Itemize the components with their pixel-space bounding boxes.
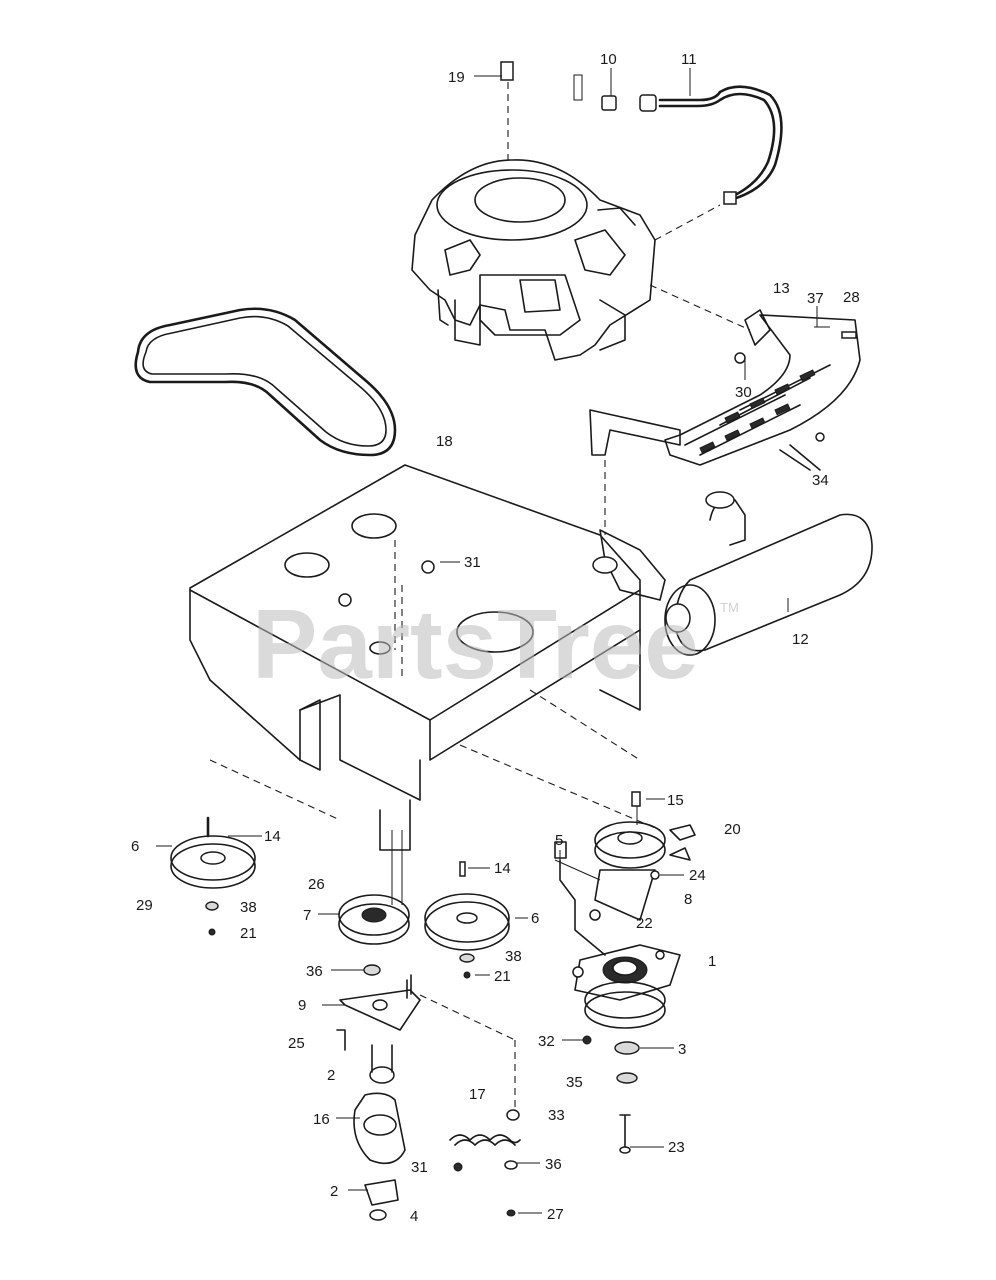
callout-31: 31 bbox=[464, 554, 481, 571]
callout-35: 35 bbox=[566, 1074, 583, 1091]
idler-arm bbox=[353, 1044, 521, 1221]
callout-2b: 2 bbox=[330, 1183, 338, 1200]
muffler-guard bbox=[589, 309, 861, 466]
callout-32: 32 bbox=[538, 1033, 555, 1050]
callout-9: 9 bbox=[298, 997, 306, 1014]
callout-38: 38 bbox=[240, 899, 257, 916]
callout-14: 14 bbox=[264, 828, 281, 845]
callout-6b: 6 bbox=[531, 910, 539, 927]
callout-17: 17 bbox=[469, 1086, 486, 1103]
fuel-hose bbox=[500, 61, 783, 205]
callout-3: 3 bbox=[678, 1041, 686, 1058]
callout-21b: 21 bbox=[494, 968, 511, 985]
callout-24: 24 bbox=[689, 867, 706, 884]
callout-26: 26 bbox=[308, 876, 325, 893]
idler-pulley bbox=[336, 894, 421, 1051]
callout-16: 16 bbox=[313, 1111, 330, 1128]
watermark-text: PartsTree bbox=[252, 589, 699, 699]
engine bbox=[411, 159, 656, 361]
callout-13: 13 bbox=[773, 280, 790, 297]
callout-28: 28 bbox=[843, 289, 860, 306]
callout-21: 21 bbox=[240, 925, 257, 942]
callout-10: 10 bbox=[600, 51, 617, 68]
callout-36: 36 bbox=[306, 963, 323, 980]
callout-23: 23 bbox=[668, 1139, 685, 1156]
muffler bbox=[592, 444, 873, 656]
callout-14b: 14 bbox=[494, 860, 511, 877]
pulley-center bbox=[424, 893, 510, 979]
frame-plate bbox=[189, 464, 661, 851]
callout-20: 20 bbox=[724, 821, 741, 838]
callout-18: 18 bbox=[436, 433, 453, 450]
callout-36b: 36 bbox=[545, 1156, 562, 1173]
callout-4: 4 bbox=[410, 1208, 418, 1225]
callout-2: 2 bbox=[327, 1067, 335, 1084]
callout-12: 12 bbox=[792, 631, 809, 648]
callout-34: 34 bbox=[812, 472, 829, 489]
watermark-trademark: TM bbox=[720, 600, 739, 615]
callout-27: 27 bbox=[547, 1206, 564, 1223]
callout-19: 19 bbox=[448, 69, 465, 86]
callout-30: 30 bbox=[735, 384, 752, 401]
callout-38b: 38 bbox=[505, 948, 522, 965]
callout-8: 8 bbox=[684, 891, 692, 908]
pto-clutch bbox=[554, 821, 696, 1154]
callout-6: 6 bbox=[131, 838, 139, 855]
callout-1: 1 bbox=[708, 953, 716, 970]
callout-37: 37 bbox=[807, 290, 824, 307]
callout-25: 25 bbox=[288, 1035, 305, 1052]
callout-11: 11 bbox=[681, 51, 697, 68]
callout-5: 5 bbox=[555, 832, 563, 849]
leader-lines bbox=[156, 68, 818, 1214]
callout-29: 29 bbox=[136, 897, 153, 914]
callout-31b: 31 bbox=[411, 1159, 428, 1176]
drive-belt bbox=[134, 307, 397, 457]
callout-33: 33 bbox=[548, 1107, 565, 1124]
callout-7: 7 bbox=[303, 907, 311, 924]
callout-labels: 19 10 11 13 37 28 30 18 34 31 12 15 14 6… bbox=[131, 51, 860, 1225]
callout-15: 15 bbox=[667, 792, 684, 809]
callout-22: 22 bbox=[636, 915, 653, 932]
pulley-left bbox=[170, 816, 256, 936]
